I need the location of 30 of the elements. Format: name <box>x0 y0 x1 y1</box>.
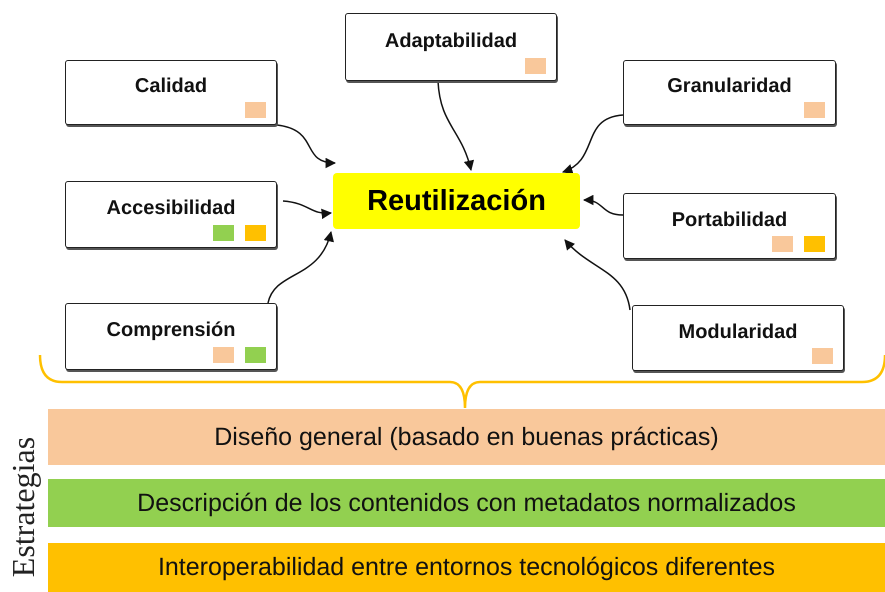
strategy-band <box>48 543 885 592</box>
node-label: Accesibilidad <box>106 197 236 220</box>
concept-box <box>632 305 844 371</box>
concept-box <box>65 303 277 370</box>
node-label: Adaptabilidad <box>384 30 518 52</box>
concept-box <box>623 193 836 259</box>
node-label: Granularidad <box>667 75 792 98</box>
arrow <box>276 124 336 168</box>
concept-box <box>345 13 557 81</box>
node-label: Reutilización <box>367 184 546 218</box>
strategy-band <box>48 479 885 527</box>
node-label: Comprensión <box>106 319 236 342</box>
central-concept-box <box>333 173 580 229</box>
arrow <box>437 80 474 172</box>
node-label: Calidad <box>134 75 208 98</box>
node-label: Descripción de los contenidos con metadatos normalizados <box>137 488 796 518</box>
arrow <box>562 114 624 173</box>
node-label: Modularidad <box>678 320 798 344</box>
strategy-band <box>48 409 885 465</box>
side-label: Estrategias <box>4 436 42 580</box>
concept-box <box>623 60 836 125</box>
node-label: Interoperabilidad entre entornos tecnológicos diferentes <box>158 553 776 582</box>
arrow <box>564 239 631 310</box>
concept-box <box>65 181 277 248</box>
node-label: Diseño general (basado en buenas prácticas) <box>214 422 719 452</box>
concept-box <box>65 60 277 125</box>
node-label: Portabilidad <box>672 208 788 232</box>
arrow <box>582 195 624 216</box>
arrow <box>267 231 334 304</box>
arrow <box>282 200 332 219</box>
